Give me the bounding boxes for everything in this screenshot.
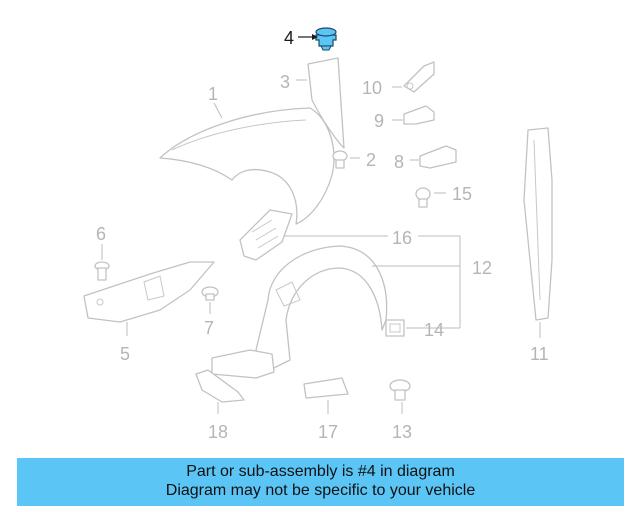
part-2-clip[interactable] [332,150,348,169]
label-8: 8 [394,152,404,172]
label-1: 1 [208,84,218,104]
part-13-bolt[interactable] [389,379,411,401]
banner-line-part-info: Part or sub-assembly is #4 in diagram [186,463,455,480]
label-18: 18 [208,422,228,442]
label-13: 13 [392,422,412,442]
label-16: 16 [392,228,412,248]
label-12: 12 [472,258,492,278]
label-5: 5 [120,344,130,364]
label-10: 10 [362,78,382,98]
part-3-panel[interactable] [307,57,345,149]
label-2: 2 [366,150,376,170]
part-4-bolt[interactable] [315,27,337,51]
label-9: 9 [374,111,384,131]
part-1-leader [213,102,223,119]
part-12-wheelhouse-liner[interactable] [211,245,388,379]
part-7-grommet[interactable] [201,286,219,301]
label-6: 6 [96,224,106,244]
label-14: 14 [424,320,444,340]
label-11: 11 [530,344,549,364]
part-4-arrow [312,34,318,40]
label-17: 17 [318,422,338,442]
label-7: 7 [204,318,214,338]
part-18-bracket[interactable] [195,369,245,403]
part-16-bracket[interactable] [239,209,293,261]
part-9-bracket[interactable] [403,105,435,125]
part-15-clip[interactable] [415,187,431,208]
banner-line-disclaimer: Diagram may not be specific to your vehi… [165,482,476,499]
part-5-support-bracket[interactable] [83,261,215,323]
label-15: 15 [452,184,472,204]
part-17-trim[interactable] [303,377,349,399]
part-1-fender[interactable] [159,107,335,225]
part-11-seal-strip[interactable] [523,127,553,321]
info-banner: Part or sub-assembly is #4 in diagram Di… [17,458,624,506]
part-10-bracket[interactable] [403,61,435,93]
label-3: 3 [280,72,290,92]
part-14-clip-nut[interactable] [385,319,405,337]
part-6-bolt[interactable] [94,261,110,281]
label-4: 4 [284,28,294,48]
part-8-bracket[interactable] [419,145,457,169]
